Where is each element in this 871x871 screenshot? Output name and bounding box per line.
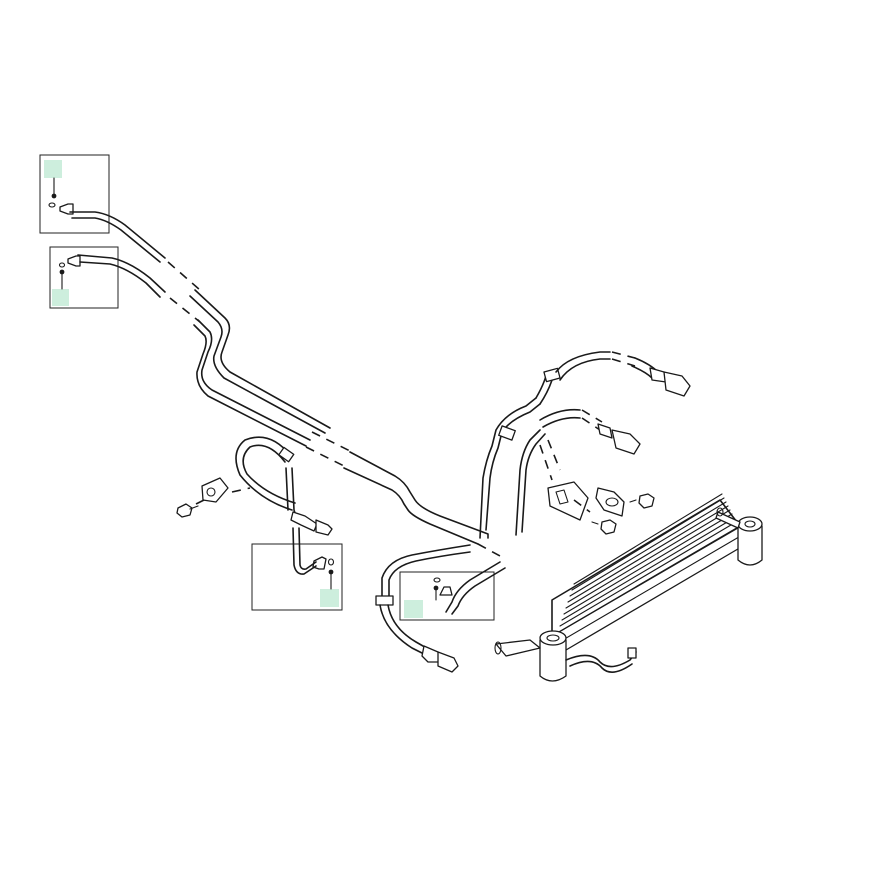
flexible-hose-right-upper[interactable] bbox=[555, 351, 691, 397]
mounting-clip[interactable] bbox=[201, 477, 251, 503]
clip-right[interactable] bbox=[595, 487, 625, 517]
bolt-left[interactable] bbox=[176, 497, 209, 518]
bolt-right-b[interactable] bbox=[591, 519, 617, 535]
cooler-line-mid-run bbox=[305, 431, 501, 557]
bracket[interactable] bbox=[547, 481, 591, 521]
inset-top-left-a bbox=[39, 154, 110, 234]
inset-top-left-b bbox=[49, 246, 119, 309]
oil-cooler[interactable] bbox=[494, 493, 763, 682]
flexible-hose-left[interactable] bbox=[235, 436, 333, 575]
callout-square-a[interactable] bbox=[44, 160, 62, 178]
inset-center bbox=[251, 543, 343, 611]
flexible-hose-center[interactable] bbox=[375, 544, 506, 673]
transmission-cooler-line-upper[interactable] bbox=[69, 211, 331, 434]
bolt-right-a[interactable] bbox=[629, 493, 655, 509]
transmission-cooler-line-lower[interactable] bbox=[77, 254, 311, 447]
callout-square-c[interactable] bbox=[320, 589, 339, 607]
inset-right bbox=[399, 571, 495, 621]
callout-square-b[interactable] bbox=[52, 289, 69, 306]
riser-line bbox=[479, 367, 561, 539]
flexible-hose-right-lower[interactable] bbox=[539, 408, 641, 455]
callout-square-d[interactable] bbox=[404, 600, 423, 618]
